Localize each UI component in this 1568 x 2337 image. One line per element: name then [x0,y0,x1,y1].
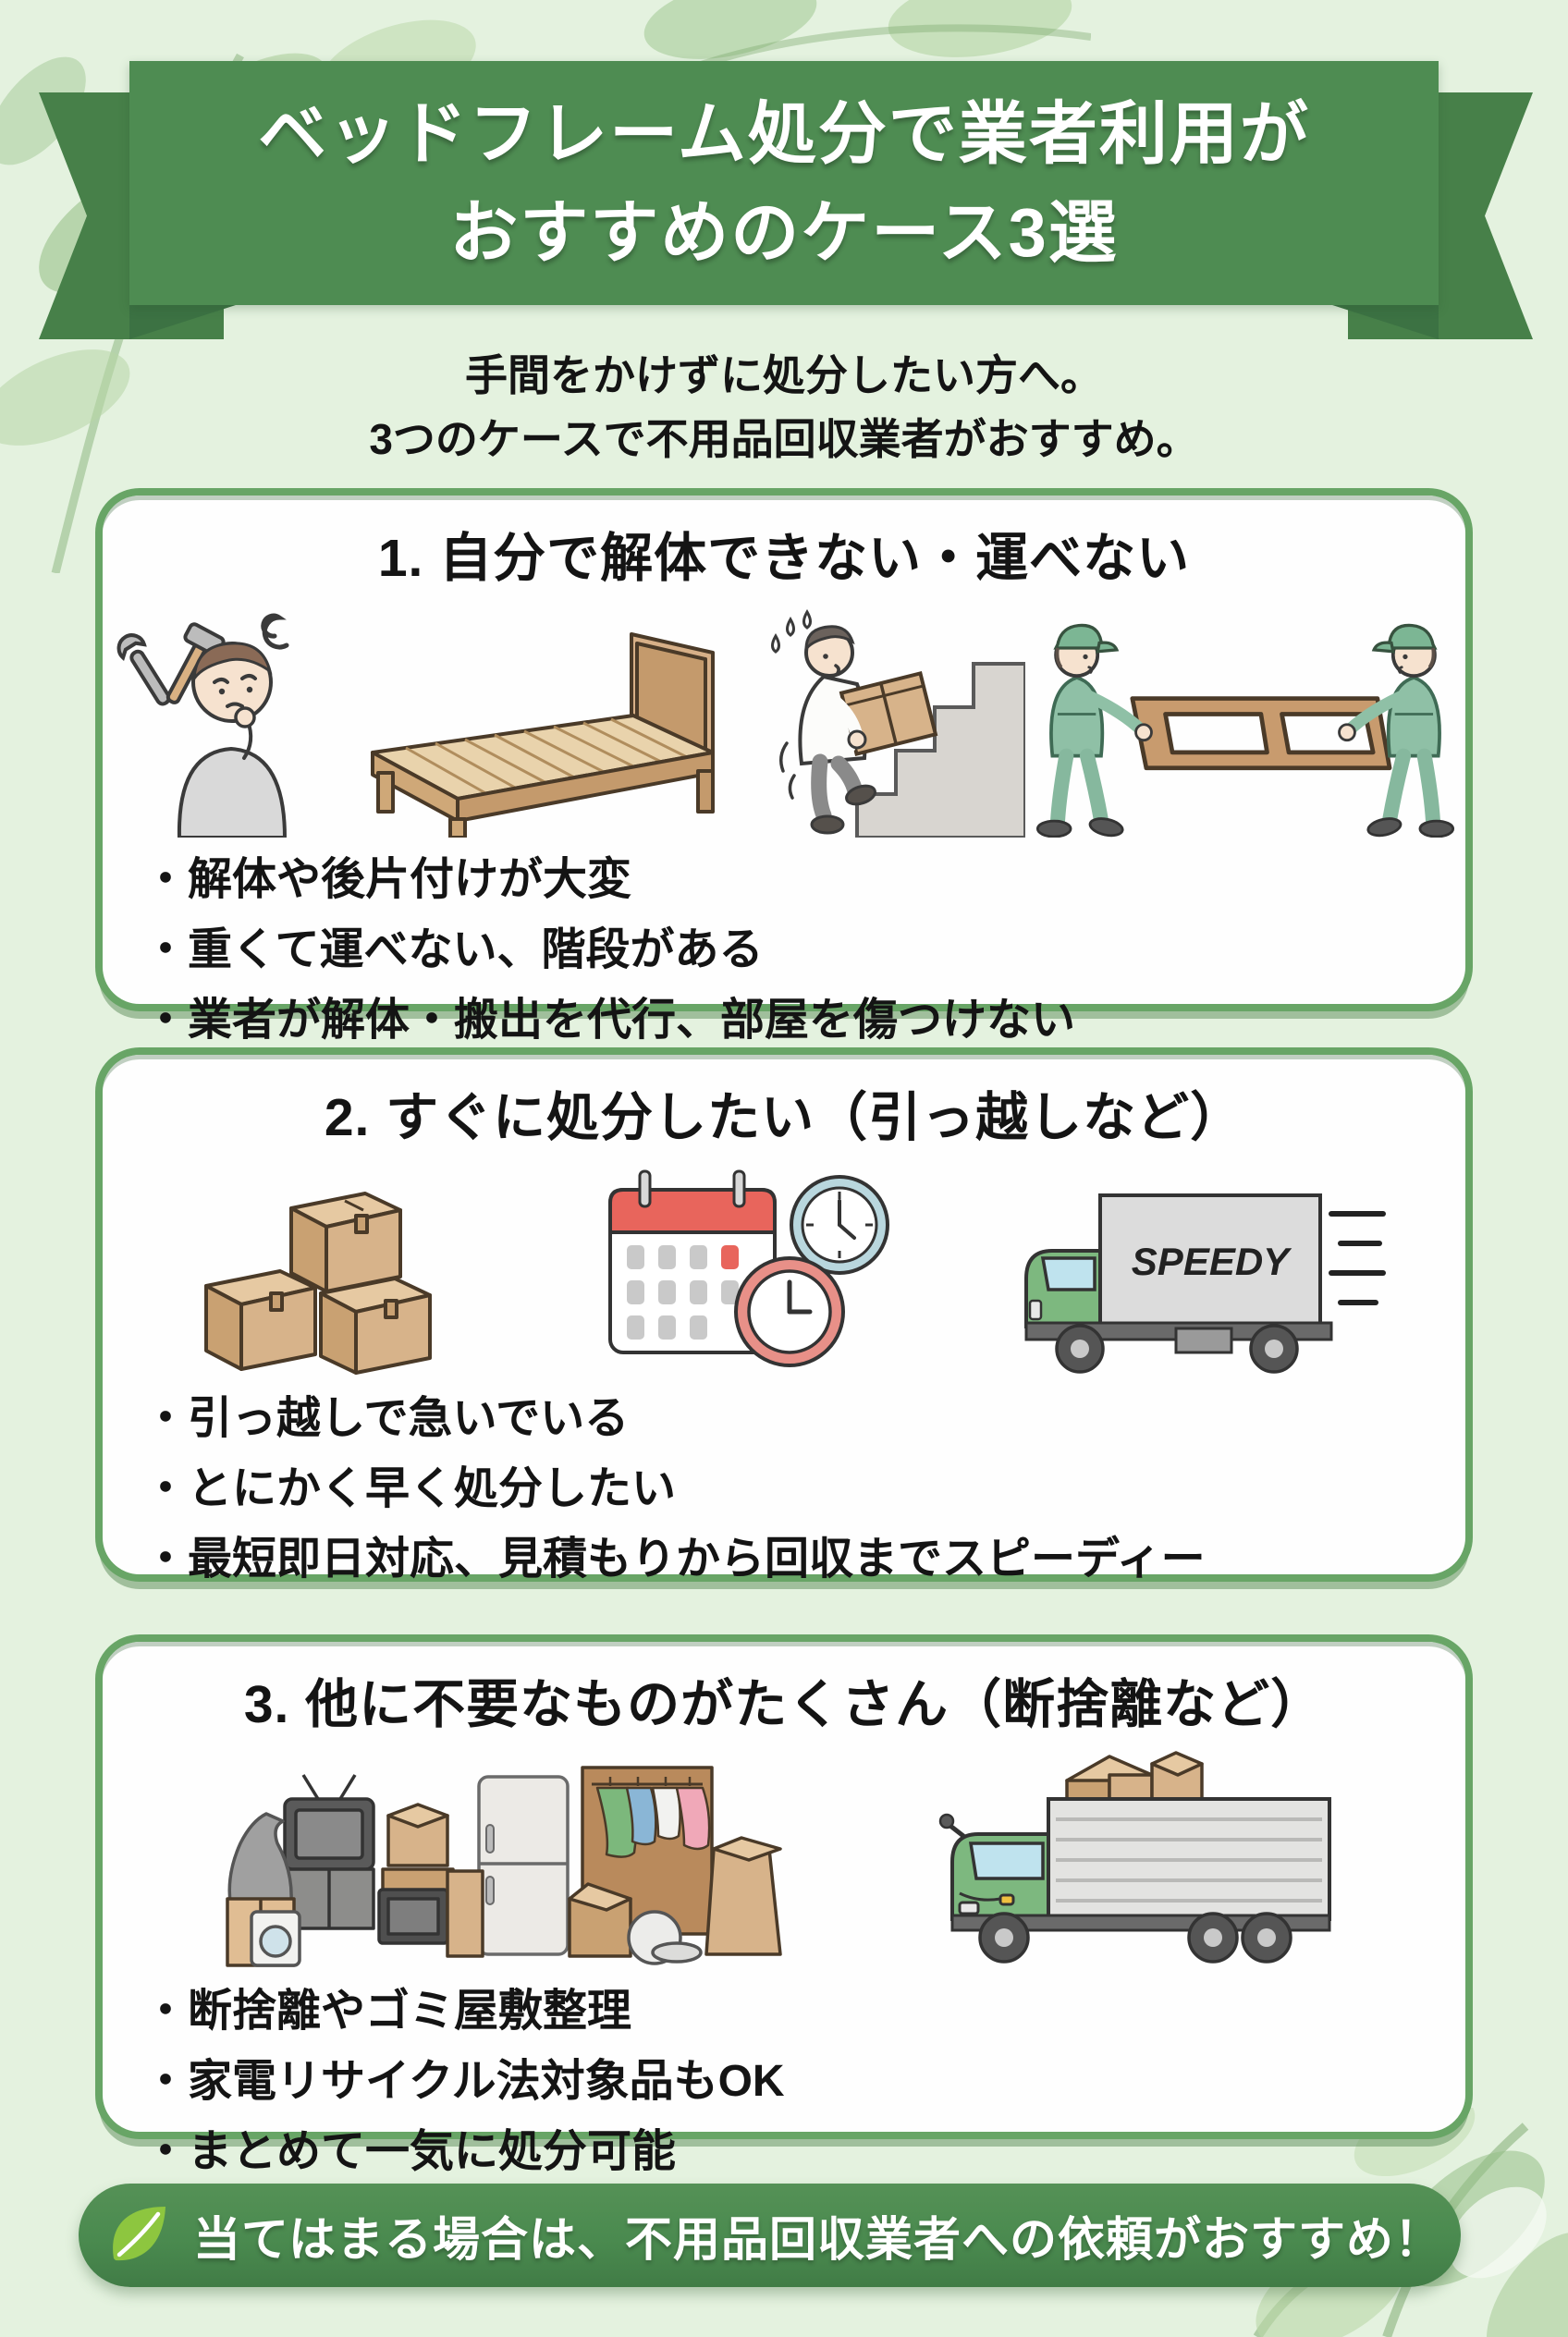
case-3-bullets: ・断捨離やゴミ屋敷整理 ・家電リサイクル法対象品もOK ・まとめて一気に処分可能 [103,1969,1465,2186]
cardboard-boxes-illustration [203,1192,432,1375]
large-collection-truck-illustration [938,1751,1331,1964]
case-2-illustrations: SPEEDY [103,1164,1465,1377]
bullet: ・まとめて一気に処分可能 [143,2126,677,2176]
case-2-bullets: ・引っ越しで急いでいる ・とにかく早く処分したい ・最短即日対応、見積もりから回… [103,1377,1465,1594]
case-card-3: 3. 他に不要なものがたくさん（断捨離など） [95,1634,1473,2176]
case-1-illustrations [103,605,1465,838]
footer-text: 当てはまる場合は、不用品回収業者への依頼がおすすめ！ [193,2213,1442,2266]
footer-banner: 当てはまる場合は、不用品回収業者への依頼がおすすめ！ [79,2184,1461,2287]
leaf-icon [113,2207,165,2261]
subtitle: 手間をかけずに処分したい方へ。 3つのケースで不用品回収業者がおすすめ。 [0,344,1568,471]
case-1-bullets: ・解体や後片付けが大変 ・重くて運べない、階段がある ・業者が解体・搬出を代行、… [103,838,1465,1055]
speedy-truck-label: SPEEDY [1131,1240,1292,1283]
confused-person-with-tools-illustration [116,613,289,838]
bullet: ・とにかく早く処分したい [143,1463,677,1513]
subtitle-line-2: 3つのケースで不用品回収業者がおすすめ。 [369,415,1199,463]
case-3-illustrations [103,1751,1465,1969]
bullet: ・家電リサイクル法対象品もOK [143,2056,785,2106]
bullet: ・重くて運べない、階段がある [143,924,764,974]
bullet: ・断捨離やゴミ屋敷整理 [143,1987,632,2036]
two-workers-carrying-frame-illustration [1028,605,1463,838]
person-carrying-box-on-stairs-illustration [771,609,1026,838]
calendar-and-clock-illustration [608,1169,889,1367]
bed-frame-illustration [370,632,715,838]
bullet: ・業者が解体・搬出を代行、部屋を傷つけない [143,995,1076,1045]
case-1-title: 1. 自分で解体できない・運べない [377,529,1191,588]
poster-title: ベッドフレーム処分で業者利用が おすすめのケース3選 [129,61,1439,305]
bullet: ・解体や後片付けが大変 [143,855,632,904]
junk-pile-illustration [226,1766,783,1967]
case-3-title: 3. 他に不要なものがたくさん（断捨離など） [243,1675,1325,1734]
case-2-title: 2. すぐに処分したい（引っ越しなど） [324,1088,1244,1147]
case-card-1: 1. 自分で解体できない・運べない [95,488,1473,1045]
subtitle-line-1: 手間をかけずに処分したい方へ。 [465,351,1103,399]
title-line-1: ベッドフレーム処分で業者利用が [258,94,1310,172]
title-line-2: おすすめのケース3選 [449,194,1119,271]
bullet: ・最短即日対応、見積もりから回収までスピーディー [143,1534,1206,1584]
case-card-2: 2. すぐに処分したい（引っ越しなど） [95,1047,1473,1584]
speedy-truck-illustration: SPEEDY [1023,1193,1386,1374]
bullet: ・引っ越しで急いでいる [143,1394,630,1443]
